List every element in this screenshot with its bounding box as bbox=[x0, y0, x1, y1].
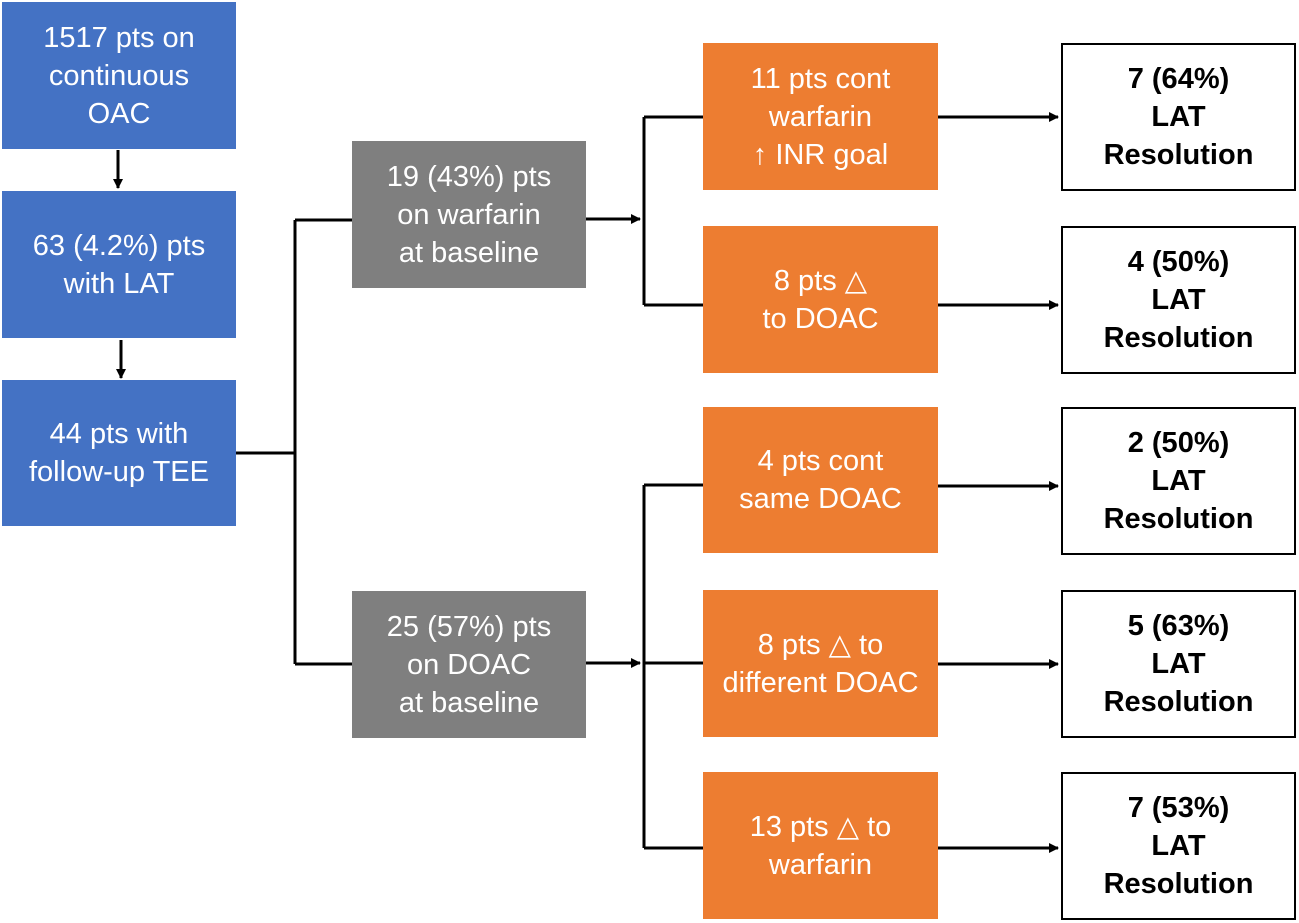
box-change-to-doac-line-2: to DOAC bbox=[762, 302, 879, 335]
box-doac-baseline-line-3: at baseline bbox=[398, 686, 540, 719]
result-1-line-1: 7 (64%) bbox=[1127, 63, 1230, 95]
result-5-line-2: LAT bbox=[1151, 830, 1206, 862]
box-result-same-doac: 2 (50%) LAT Resolution bbox=[1061, 407, 1296, 555]
box-cont-warfarin: 11 pts cont warfarin ↑ INR goal bbox=[703, 43, 938, 190]
result-2-line-1: 4 (50%) bbox=[1127, 246, 1230, 278]
box-result-cont-warfarin: 7 (64%) LAT Resolution bbox=[1061, 43, 1296, 191]
box-change-to-doac: 8 pts △ to DOAC bbox=[703, 226, 938, 373]
result-3-line-1: 2 (50%) bbox=[1127, 427, 1230, 459]
result-1-line-2: LAT bbox=[1151, 101, 1206, 133]
box-cont-warfarin-line-3: ↑ INR goal bbox=[752, 138, 889, 171]
box-cont-same-doac-line-2: same DOAC bbox=[739, 483, 902, 515]
box-warfarin-baseline: 19 (43%) pts on warfarin at baseline bbox=[352, 141, 586, 288]
box-total-patients-line-3: OAC bbox=[87, 97, 151, 130]
box-result-different-doac: 5 (63%) LAT Resolution bbox=[1061, 590, 1296, 738]
box-total-patients-line-2: continuous bbox=[48, 59, 190, 92]
result-2-line-2: LAT bbox=[1151, 284, 1206, 316]
result-4-line-1: 5 (63%) bbox=[1127, 610, 1230, 642]
result-4-line-3: Resolution bbox=[1103, 686, 1254, 718]
box-lat-patients-line-1: 63 (4.2%) pts bbox=[32, 229, 206, 262]
box-cont-same-doac: 4 pts cont same DOAC bbox=[703, 407, 938, 553]
box-warfarin-baseline-line-3: at baseline bbox=[398, 236, 540, 269]
result-1-line-3: Resolution bbox=[1103, 139, 1254, 171]
box-change-to-warfarin: 13 pts △ to warfarin bbox=[703, 772, 938, 919]
box-result-change-to-warfarin: 7 (53%) LAT Resolution bbox=[1061, 772, 1296, 920]
result-4-line-2: LAT bbox=[1151, 648, 1206, 680]
box-change-different-doac-line-2: different DOAC bbox=[722, 666, 919, 699]
result-3-line-2: LAT bbox=[1151, 465, 1206, 497]
box-cont-warfarin-line-2: warfarin bbox=[768, 100, 873, 133]
box-change-to-doac-line-1: 8 pts △ bbox=[773, 264, 868, 297]
box-total-patients: 1517 pts on continuous OAC bbox=[2, 2, 236, 149]
result-3-line-3: Resolution bbox=[1103, 503, 1254, 535]
box-followup-tee-line-1: 44 pts with bbox=[49, 418, 189, 450]
box-doac-baseline-line-1: 25 (57%) pts bbox=[386, 610, 552, 643]
box-total-patients-line-1: 1517 pts on bbox=[43, 21, 195, 54]
box-change-different-doac-line-1: 8 pts △ to bbox=[757, 628, 884, 661]
box-cont-warfarin-line-1: 11 pts cont bbox=[750, 62, 891, 95]
box-followup-tee: 44 pts with follow-up TEE bbox=[2, 380, 236, 526]
box-change-to-warfarin-line-1: 13 pts △ to bbox=[749, 810, 892, 843]
box-change-different-doac: 8 pts △ to different DOAC bbox=[703, 590, 938, 737]
box-lat-patients-line-2: with LAT bbox=[63, 267, 175, 300]
box-result-change-to-doac: 4 (50%) LAT Resolution bbox=[1061, 226, 1296, 374]
box-cont-same-doac-line-1: 4 pts cont bbox=[757, 445, 884, 477]
result-2-line-3: Resolution bbox=[1103, 322, 1254, 354]
result-5-line-1: 7 (53%) bbox=[1127, 792, 1230, 824]
result-5-line-3: Resolution bbox=[1103, 868, 1254, 900]
box-warfarin-baseline-line-1: 19 (43%) pts bbox=[386, 160, 552, 193]
box-doac-baseline-line-2: on DOAC bbox=[406, 648, 532, 681]
box-warfarin-baseline-line-2: on warfarin bbox=[397, 198, 541, 231]
box-change-to-warfarin-line-2: warfarin bbox=[768, 848, 873, 881]
box-followup-tee-line-2: follow-up TEE bbox=[29, 456, 209, 488]
box-lat-patients: 63 (4.2%) pts with LAT bbox=[2, 191, 236, 338]
box-doac-baseline: 25 (57%) pts on DOAC at baseline bbox=[352, 591, 586, 738]
